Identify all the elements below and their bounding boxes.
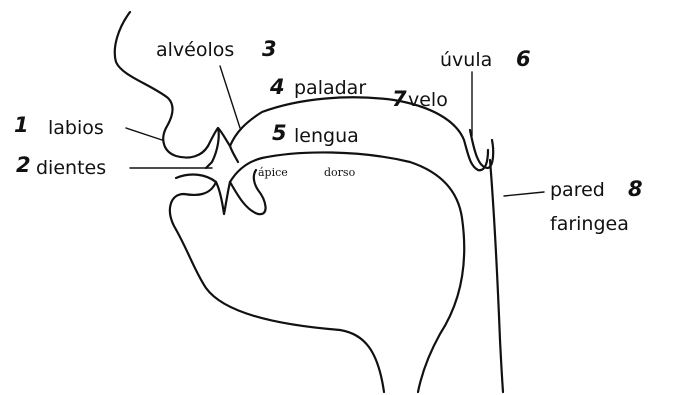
upper-front-contour xyxy=(230,146,238,162)
paladar-number: 4 xyxy=(269,75,285,99)
alveolos-leader xyxy=(220,66,240,128)
dientes-label: dientes xyxy=(36,157,106,179)
lower-teeth xyxy=(216,182,230,214)
alveolos-number: 3 xyxy=(262,37,277,61)
dorso-label: dorso xyxy=(324,166,356,179)
labios-label: labios xyxy=(48,117,104,139)
faringea-label: faringea xyxy=(550,213,629,235)
labios-number: 1 xyxy=(14,113,29,137)
velo-label: velo xyxy=(408,89,448,111)
pared-leader xyxy=(504,192,544,196)
dientes-number: 2 xyxy=(16,153,31,177)
lengua-label: lengua xyxy=(294,125,359,147)
apice-label: ápice xyxy=(258,166,288,179)
tongue-outline xyxy=(230,152,464,392)
pharyngeal-wall xyxy=(490,160,503,392)
uvula-label: úvula xyxy=(440,49,492,71)
pared-number: 8 xyxy=(628,177,643,201)
face-profile-upper xyxy=(115,12,208,158)
uvula-number: 6 xyxy=(516,47,531,71)
lengua-number: 5 xyxy=(272,121,287,145)
labios-leader xyxy=(126,128,162,140)
paladar-label: paladar xyxy=(294,77,366,99)
pared-label: pared xyxy=(550,179,605,201)
velo-number: 7 xyxy=(392,87,407,111)
lower-face-profile xyxy=(170,175,384,392)
alveolos-label: alvéolos xyxy=(156,39,234,61)
